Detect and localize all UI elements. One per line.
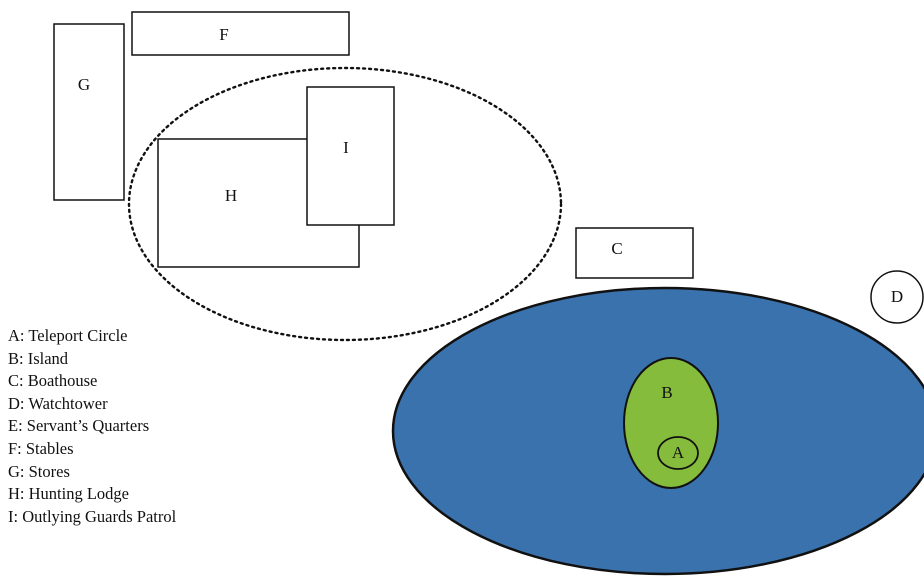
legend-item-teleport-circle: A: Teleport Circle: [8, 326, 128, 345]
legend-item-hunting-lodge: H: Hunting Lodge: [8, 484, 129, 504]
map-legend: A: Teleport Circle B: Island C: Boathous…: [8, 325, 176, 528]
watchtower-circle: [870, 270, 924, 324]
stables-building: [131, 11, 350, 56]
legend-item-island: B: Island: [8, 348, 69, 368]
legend-item-stables: F: Stables: [8, 438, 74, 458]
legend-item-servants-quarters: E: Servant’s Quarters: [8, 416, 150, 436]
boathouse-marker: C: [611, 239, 622, 258]
legend-item-boathouse: C: Boathouse: [8, 371, 98, 391]
guards-patrol-building: [306, 86, 395, 226]
legend-item-stores: G: Stores: [8, 461, 70, 481]
stores-marker: G: [78, 75, 90, 94]
stables-marker: F: [219, 25, 228, 44]
island-marker: B: [661, 383, 672, 402]
stores-building: [53, 23, 125, 201]
guards-patrol-marker: I: [343, 138, 349, 157]
teleport-circle: [657, 436, 699, 470]
teleport-circle-marker: A: [672, 443, 685, 462]
watchtower-marker: D: [891, 287, 903, 306]
island: [623, 357, 719, 489]
boathouse-building: [575, 227, 694, 279]
hunting-lodge-marker: H: [225, 186, 237, 205]
legend-item-watchtower: D: Watchtower: [8, 393, 108, 413]
legend-item-guards-patrol: I: Outlying Guards Patrol: [8, 506, 177, 526]
servants-quarters-boundary: [127, 66, 563, 342]
